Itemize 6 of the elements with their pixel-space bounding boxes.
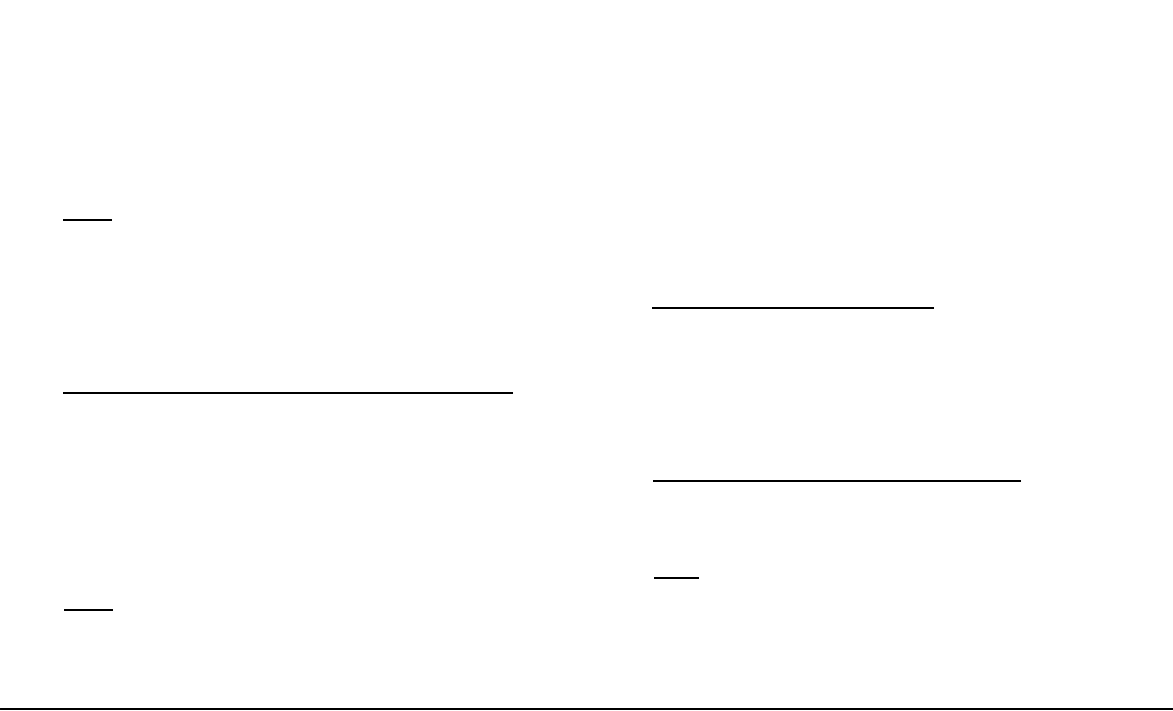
fill-in-line bbox=[653, 480, 1021, 482]
fill-in-line bbox=[654, 577, 699, 579]
fill-in-line bbox=[63, 219, 112, 221]
fill-in-line bbox=[63, 392, 513, 394]
fill-in-line bbox=[64, 609, 113, 611]
fill-in-line bbox=[652, 307, 934, 309]
